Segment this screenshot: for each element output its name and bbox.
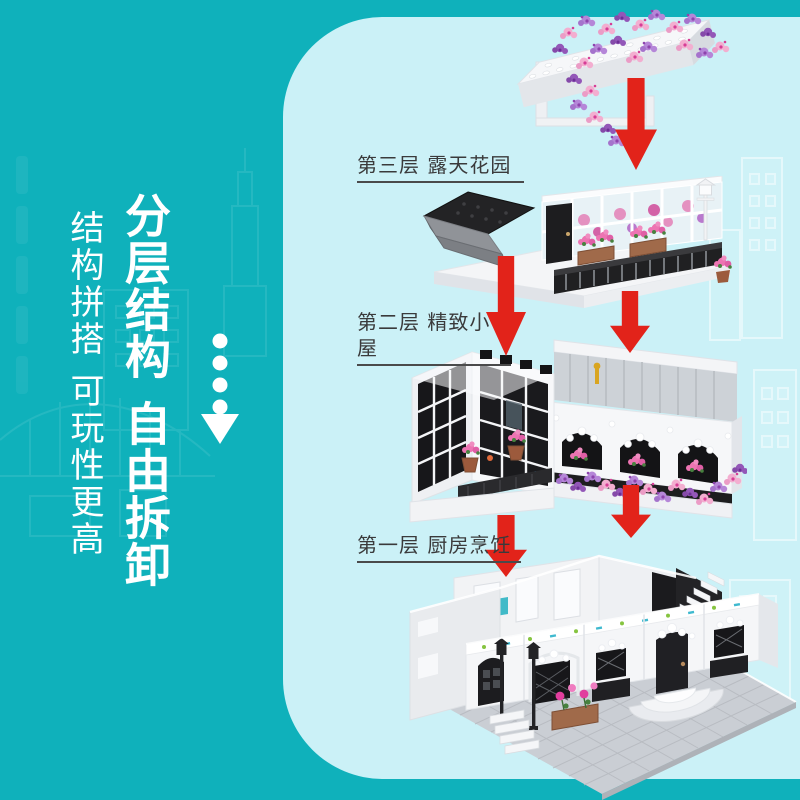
down-indicator-icon bbox=[201, 333, 239, 444]
watermark-cityscape-left bbox=[0, 148, 267, 537]
facade-frieze bbox=[482, 603, 741, 649]
red-down-arrow-roof-icon bbox=[615, 78, 657, 170]
headline-primary-top: 分层结构 bbox=[118, 192, 172, 380]
red-down-arrow-floor3-right-icon bbox=[610, 291, 650, 353]
round-entrance-steps bbox=[628, 687, 724, 722]
floor2-label: 第二层 精致小屋 bbox=[357, 309, 511, 366]
headline-secondary-bottom: 可玩性更高 bbox=[64, 373, 104, 558]
floor1-label: 第一层 厨房烹饪 bbox=[357, 532, 521, 563]
floor3-illustration bbox=[422, 176, 732, 308]
headline-secondary: 结构拼搭可玩性更高 bbox=[64, 210, 104, 558]
rooftop-garden-illustration bbox=[516, 9, 730, 147]
floor3-label: 第三层 露天花园 bbox=[357, 152, 524, 183]
floor2-illustration bbox=[409, 339, 747, 523]
headline-primary: 分层结构自由拆卸 bbox=[118, 192, 172, 588]
headline-secondary-top: 结构拼搭 bbox=[64, 210, 104, 358]
red-down-arrow-floor2-right-icon bbox=[611, 485, 651, 538]
headline-primary-bottom: 自由拆卸 bbox=[118, 400, 172, 588]
floor1-illustration bbox=[409, 554, 797, 800]
